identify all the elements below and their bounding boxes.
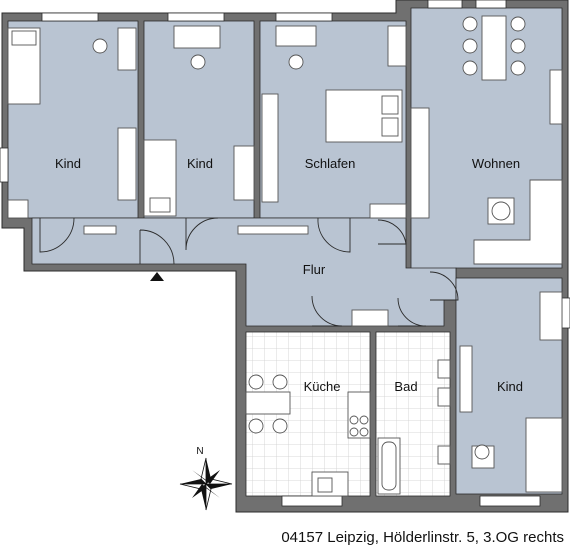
chairs [92,16,526,460]
doors [39,217,459,327]
label-flur: Flur [303,262,326,277]
address-caption: 04157 Leipzig, Hölderlinstr. 5, 3.OG rec… [281,529,564,546]
label-wohnen: Wohnen [472,156,520,171]
compass-north-label: N [196,446,203,457]
label-schlafen: Schlafen [305,156,356,171]
label-kind-1: Kind [55,156,81,171]
label-kueche: Küche [304,379,341,394]
compass-icon: N [179,446,233,511]
entrance-arrow [150,272,164,281]
label-kind-3: Kind [497,379,523,394]
label-bad: Bad [394,379,417,394]
windows [0,0,570,507]
label-kind-2: Kind [187,156,213,171]
